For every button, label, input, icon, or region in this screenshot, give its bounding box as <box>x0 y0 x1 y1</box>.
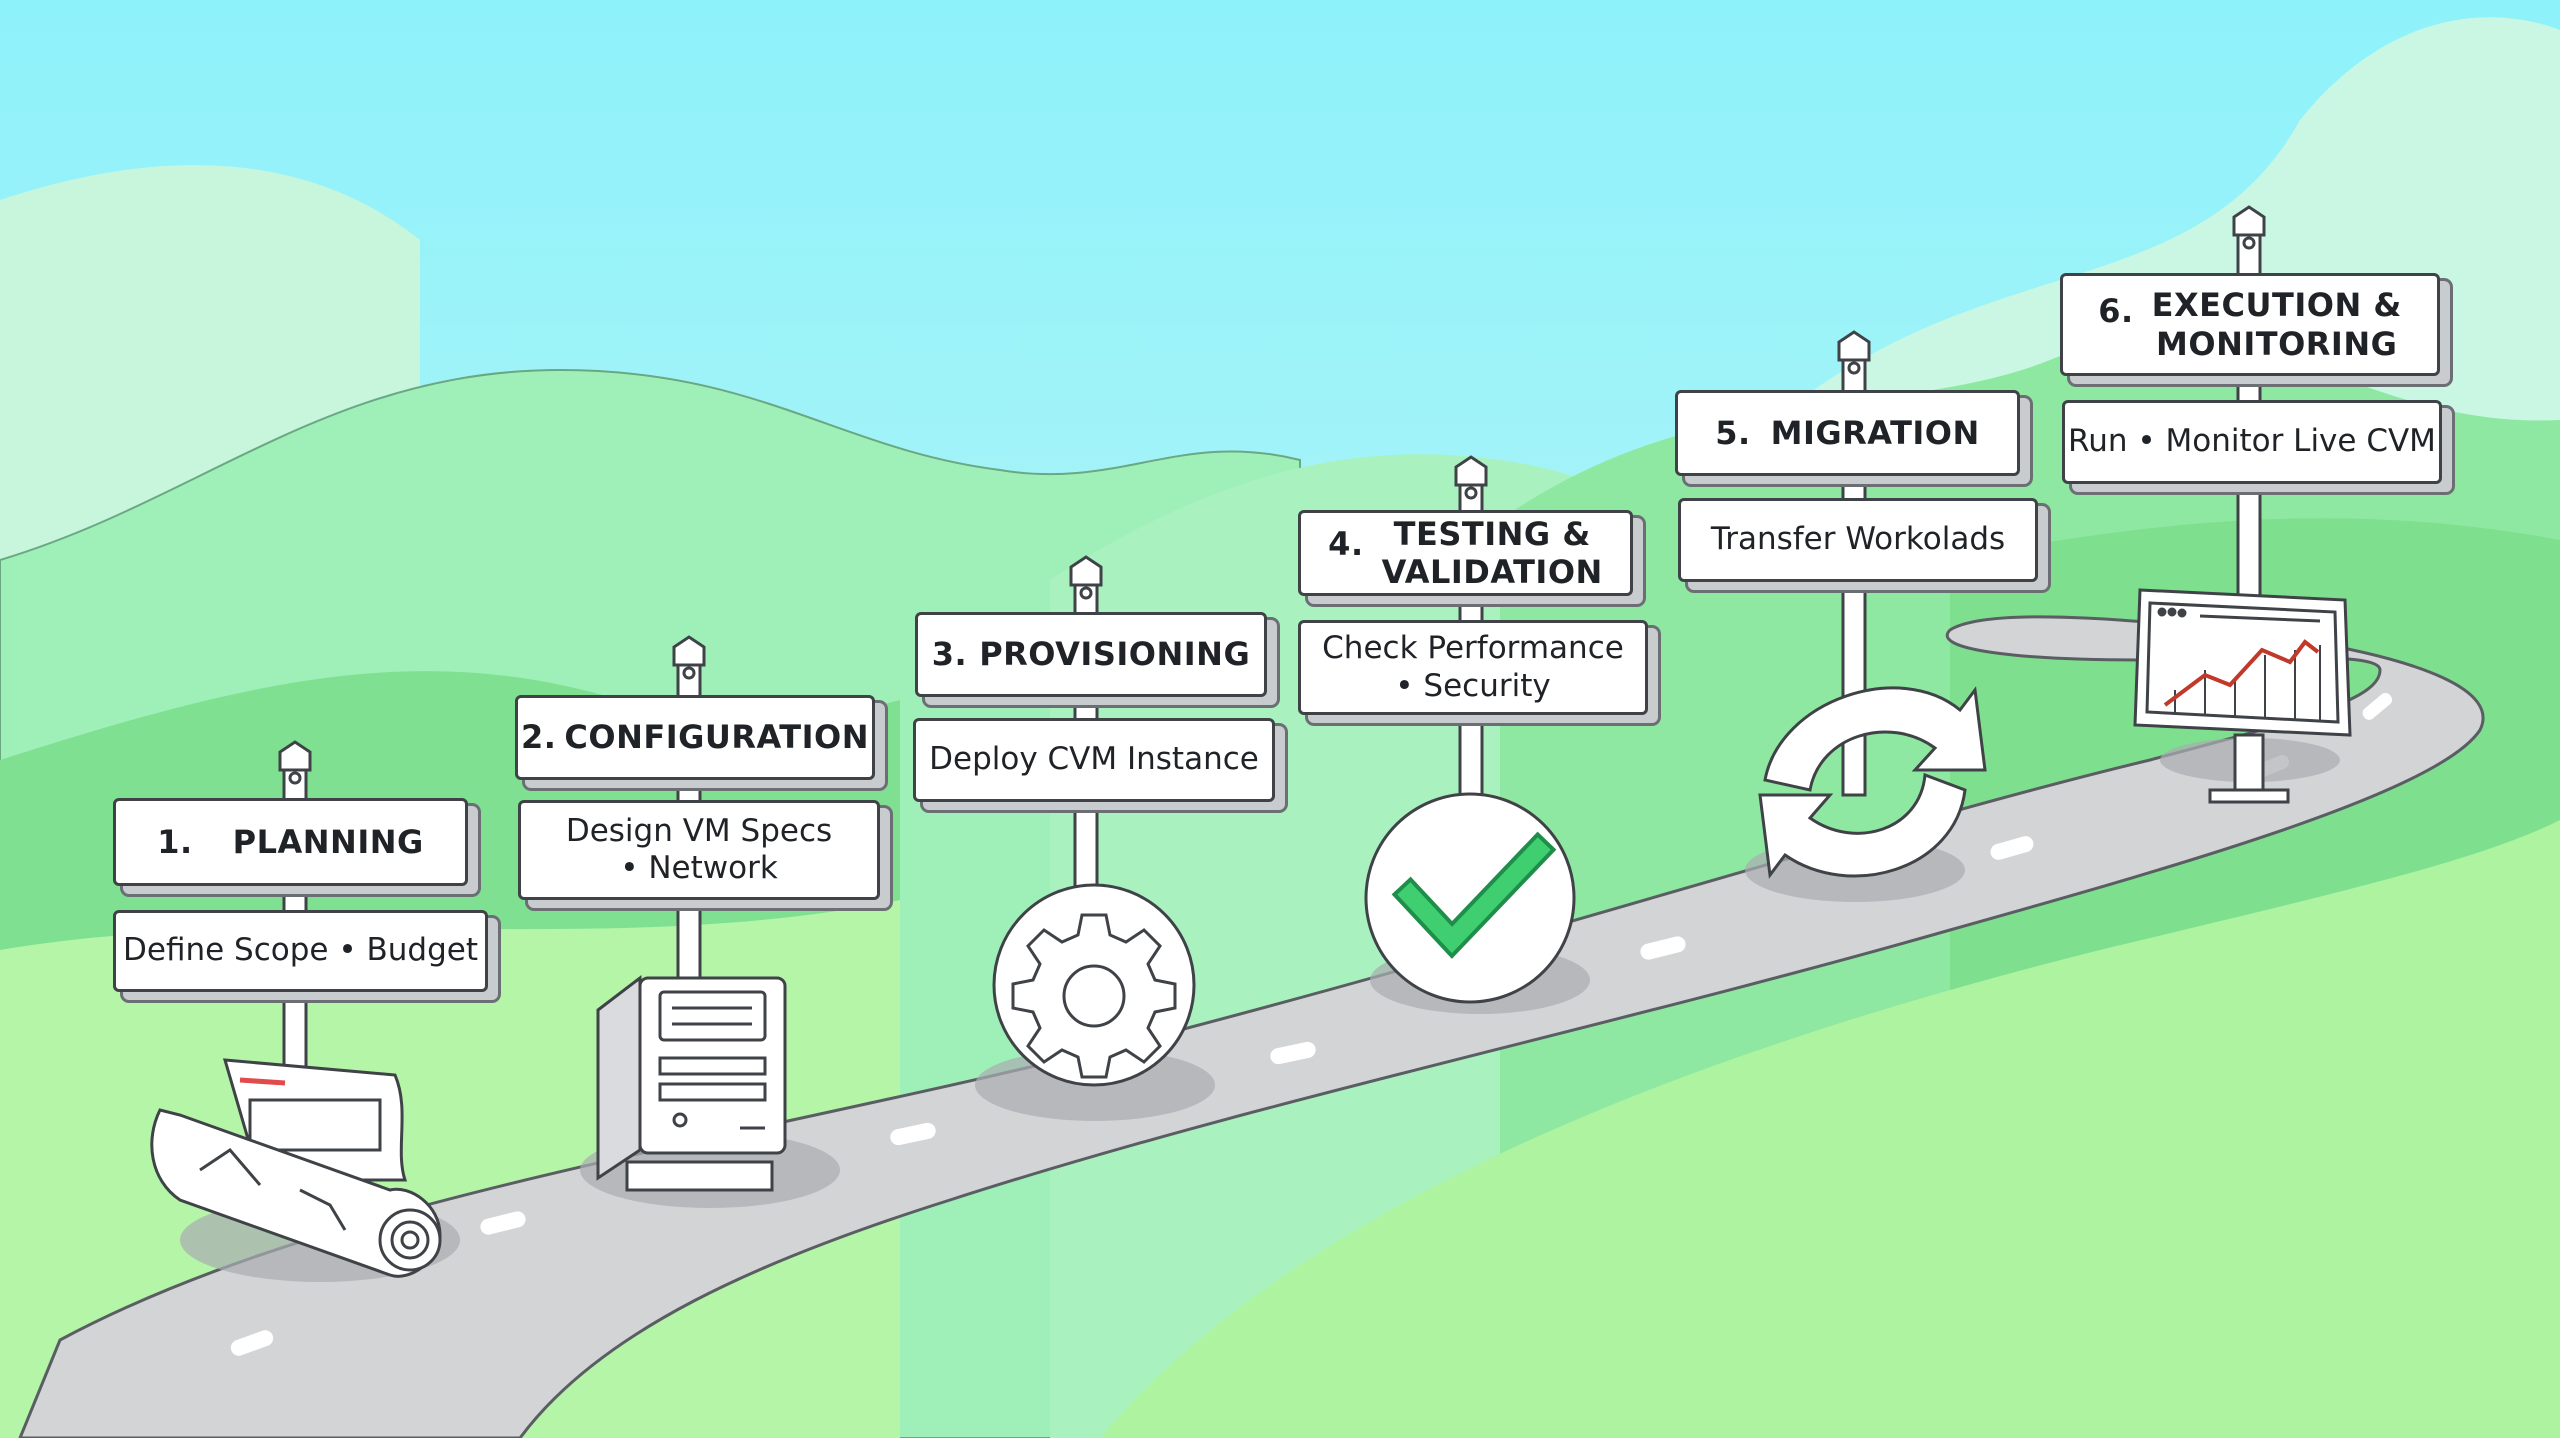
step-1-description: Define Scope • Budget <box>123 932 478 969</box>
step-3-description: Deploy CVM Instance <box>929 741 1259 778</box>
monitor-chart-icon <box>2133 588 2352 804</box>
front-grass-right <box>1100 820 2560 1438</box>
step-1-description-sign: Define Scope • Budget <box>113 910 488 992</box>
step-3-title-sign: 3. PROVISIONING <box>915 612 1267 697</box>
step-4-description: Check Performance • Security <box>1322 630 1624 704</box>
step-2-description-sign: Design VM Specs • Network <box>518 800 880 900</box>
step-6-description-sign: Run • Monitor Live CVM <box>2062 400 2442 484</box>
step-3-description-sign: Deploy CVM Instance <box>913 718 1275 802</box>
step-2-title-sign: 2. CONFIGURATION <box>515 695 875 780</box>
blueprint-scroll-icon <box>150 1058 442 1278</box>
step-6-title-sign: 6. EXECUTION & MONITORING <box>2060 273 2440 376</box>
server-tower-icon <box>596 974 787 1192</box>
step-6-title: EXECUTION & MONITORING <box>2151 286 2402 363</box>
step-3-number: 3. <box>931 635 968 674</box>
step-2-number: 2. <box>520 718 557 757</box>
post-caps <box>278 205 2266 785</box>
step-6-description: Run • Monitor Live CVM <box>2068 423 2436 460</box>
cycle-arrows-icon <box>1758 686 1987 879</box>
step-2-description: Design VM Specs • Network <box>565 812 833 886</box>
step-5-description: Transfer Workolads <box>1710 521 2006 558</box>
step-5-number: 5. <box>1715 413 1751 452</box>
step-6-number: 6. <box>2098 292 2134 330</box>
road <box>18 615 2485 1438</box>
step-4-title: TESTING & VALIDATION <box>1381 514 1603 591</box>
step-1-title-sign: 1. PLANNING <box>113 798 468 886</box>
step-2-title: CONFIGURATION <box>564 718 870 757</box>
step-5-title: MIGRATION <box>1770 413 1980 452</box>
step-4-title-sign: 4. TESTING & VALIDATION <box>1298 510 1633 596</box>
step-5-description-sign: Transfer Workolads <box>1678 498 2038 582</box>
step-1-number: 1. <box>157 822 193 861</box>
gear-icon <box>992 883 1196 1087</box>
road-dashes <box>230 692 2393 1356</box>
step-4-number: 4. <box>1328 525 1364 563</box>
step-5-title-sign: 5. MIGRATION <box>1675 390 2020 476</box>
step-3-title: PROVISIONING <box>979 635 1251 674</box>
checkmark-icon <box>1364 792 1576 1004</box>
step-1-title: PLANNING <box>232 822 424 861</box>
step-4-description-sign: Check Performance • Security <box>1298 620 1648 715</box>
